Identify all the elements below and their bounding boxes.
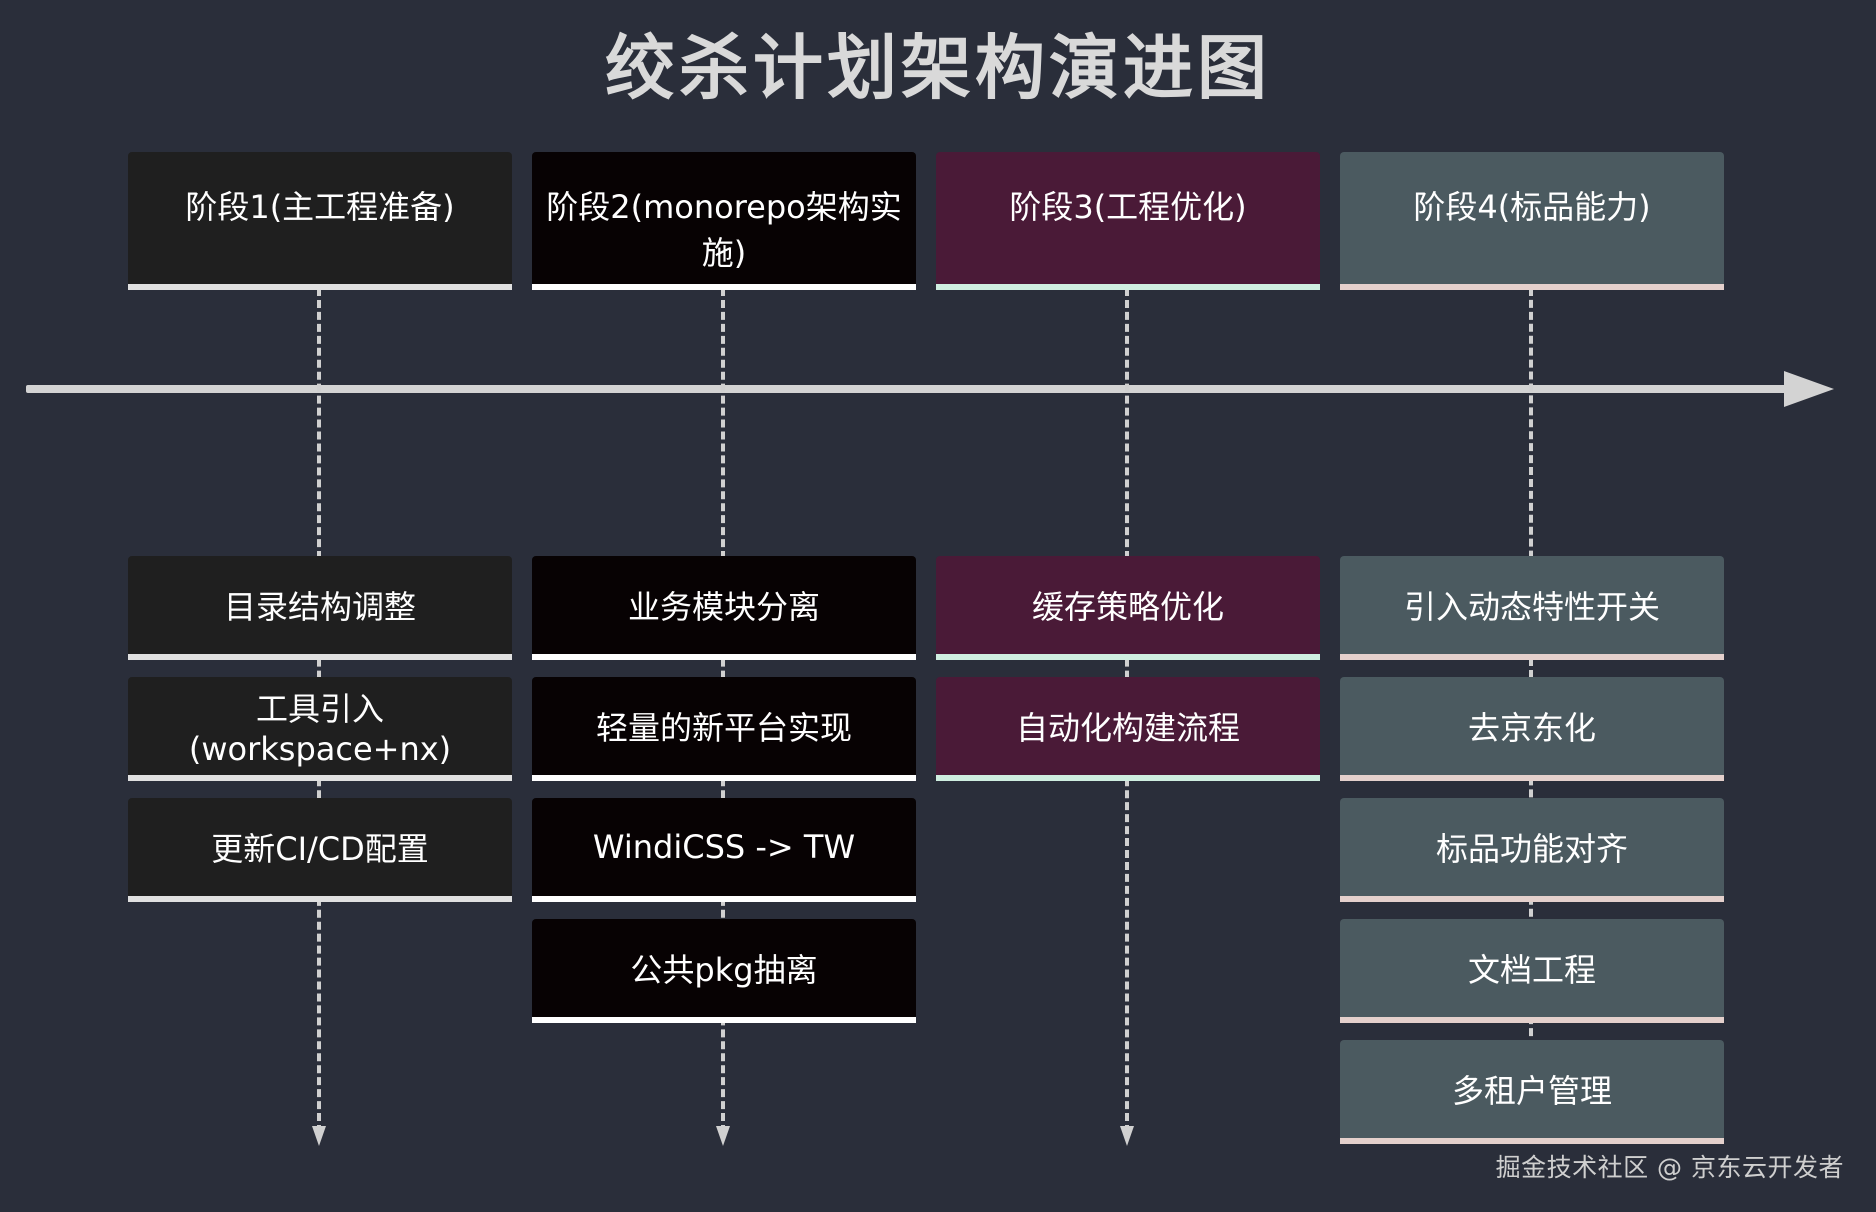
stage-4-task-4: 文档工程 [1340, 919, 1724, 1023]
diagram-title: 绞杀计划架构演进图 [605, 27, 1271, 109]
stage-1-header: 阶段1(主工程准备) [128, 152, 512, 290]
stage-3-task-1: 缓存策略优化 [936, 556, 1320, 660]
stage-3-header: 阶段3(工程优化) [936, 152, 1320, 290]
stage-4-task-5: 多租户管理 [1340, 1040, 1724, 1144]
timeline-axis [26, 385, 1790, 393]
stage-4-header: 阶段4(标品能力) [1340, 152, 1724, 290]
stage-1-task-1: 目录结构调整 [128, 556, 512, 660]
stage-3-task-2: 自动化构建流程 [936, 677, 1320, 781]
stage-4-dashed-connector [1529, 288, 1533, 1048]
stage-2-down-arrow-icon [716, 1126, 730, 1146]
stage-column-3: 阶段3(工程优化) 缓存策略优化自动化构建流程 [936, 0, 1320, 1212]
watermark: 掘金技术社区 @ 京东云开发者 [1495, 1153, 1844, 1182]
stage-4-task-1: 引入动态特性开关 [1340, 556, 1724, 660]
stage-3-down-arrow-icon [1120, 1126, 1134, 1146]
stage-1-down-arrow-icon [312, 1126, 326, 1146]
stage-2-task-2: 轻量的新平台实现 [532, 677, 916, 781]
stage-1-task-3: 更新CI/CD配置 [128, 798, 512, 902]
stage-2-task-4: 公共pkg抽离 [532, 919, 916, 1023]
stage-4-task-3: 标品功能对齐 [1340, 798, 1724, 902]
stage-2-header: 阶段2(monorepo架构实施) [532, 152, 916, 290]
stage-2-task-3: WindiCSS -> TW [532, 798, 916, 902]
timeline-arrowhead [1784, 371, 1834, 407]
stage-column-1: 阶段1(主工程准备) 目录结构调整工具引入(workspace+nx) 更新CI/C… [128, 0, 512, 1212]
stage-2-task-1: 业务模块分离 [532, 556, 916, 660]
stage-1-task-2: 工具引入(workspace+nx) [128, 677, 512, 781]
stage-column-4: 阶段4(标品能力) 引入动态特性开关去京东化标品功能对齐文档工程多租户管理 [1340, 0, 1724, 1212]
stage-column-2: 阶段2(monorepo架构实施) 业务模块分离轻量的新平台实现 WindiCSS … [532, 0, 916, 1212]
stage-4-task-2: 去京东化 [1340, 677, 1724, 781]
